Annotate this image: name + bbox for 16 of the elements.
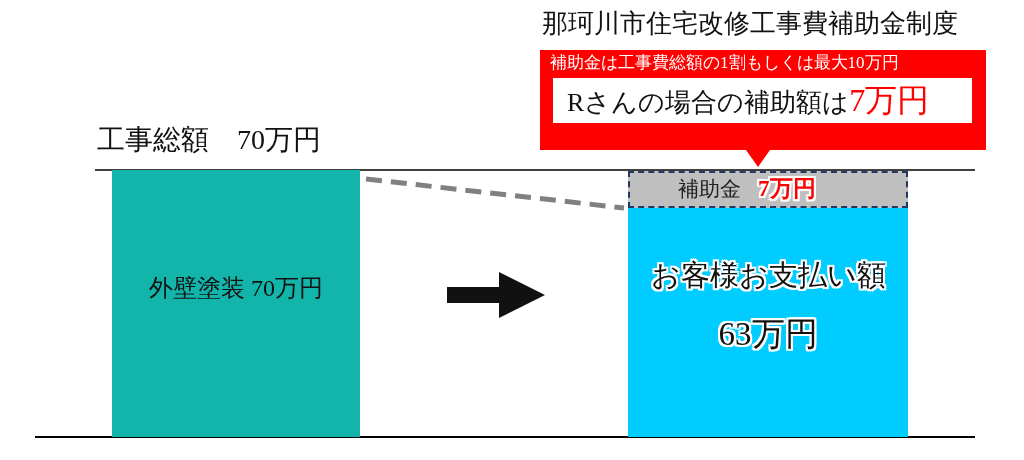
title: 那珂川市住宅改修工事費補助金制度 [542, 10, 958, 39]
bar-label: 外壁塗装 70万円 [148, 275, 324, 302]
payment-label: お客様お支払い額 [649, 260, 887, 292]
callout-bubble [540, 50, 986, 167]
subsidy-value: 7万円 [758, 176, 816, 202]
subsidy-amount-box [553, 78, 972, 123]
total-cost-label: 工事総額 70万円 [97, 125, 321, 156]
block-arrow [447, 272, 545, 318]
payment-bar [628, 208, 908, 437]
connector-line [365, 176, 625, 211]
cost-bar [112, 170, 360, 437]
subsidy-segment [628, 171, 908, 208]
subsidy-amount-text: Rさんの場合の補助額は7万円 [567, 83, 930, 119]
payment-value: 63万円 [717, 316, 819, 353]
callout-heading: 補助金は工事費総額の1割もしくは最大10万円 [550, 54, 899, 73]
subsidy-label: 補助金 [678, 178, 741, 202]
